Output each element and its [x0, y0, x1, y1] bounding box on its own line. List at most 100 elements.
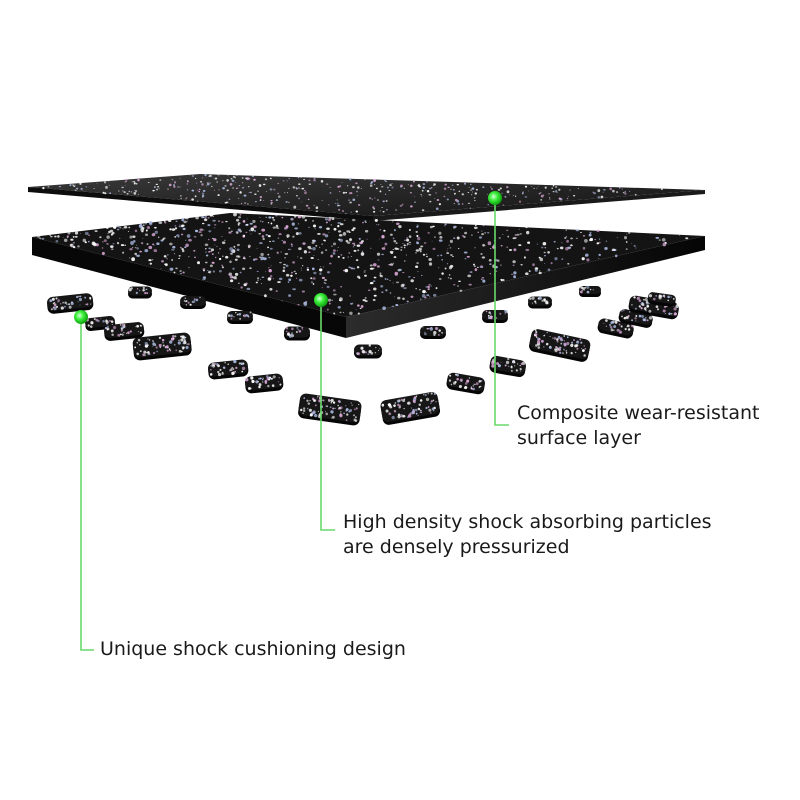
- dense-speckle: [544, 247, 547, 249]
- cushion-speckle: [184, 297, 187, 300]
- cushion-speckle: [100, 317, 102, 319]
- surface-speckle: [313, 178, 316, 180]
- cushion-speckle: [84, 296, 87, 299]
- dense-speckle: [352, 246, 355, 248]
- cushion-speckle: [541, 299, 544, 302]
- cushion-speckle: [360, 348, 362, 350]
- dense-speckle: [94, 230, 98, 232]
- surface-speckle: [490, 187, 494, 191]
- dense-speckle: [173, 271, 176, 274]
- surface-speckle: [115, 193, 117, 195]
- cushion-speckle: [626, 326, 628, 328]
- cushion-speckle: [194, 299, 196, 301]
- surface-speckle: [474, 199, 476, 201]
- dense-speckle: [67, 232, 71, 235]
- dense-speckle: [242, 257, 245, 259]
- cushion-speckle: [56, 305, 59, 308]
- surface-speckle: [247, 203, 249, 205]
- dense-speckle: [49, 234, 52, 236]
- dense-speckle: [364, 270, 366, 272]
- cushion-speckle: [488, 317, 490, 320]
- dense-speckle: [449, 247, 452, 249]
- dense-speckle: [340, 253, 343, 256]
- dense-speckle: [363, 271, 366, 273]
- surface-speckle: [370, 181, 374, 184]
- dense-speckle: [199, 228, 204, 231]
- cushion-speckle: [122, 326, 125, 329]
- dense-speckle: [450, 254, 453, 256]
- cushion-speckle: [353, 414, 355, 417]
- dense-speckle: [333, 227, 337, 231]
- surface-speckle: [349, 178, 352, 181]
- dense-speckle: [212, 270, 216, 273]
- dense-speckle: [252, 219, 256, 223]
- surface-speckle: [426, 190, 430, 193]
- cushion-speckle: [579, 338, 582, 341]
- dense-speckle: [464, 231, 468, 235]
- dense-speckle: [329, 262, 332, 265]
- dense-speckle: [261, 228, 266, 232]
- dense-speckle: [481, 233, 485, 236]
- dense-speckle: [661, 238, 666, 242]
- dense-speckle: [36, 235, 41, 238]
- dense-speckle: [319, 266, 322, 267]
- dense-speckle: [328, 302, 331, 305]
- dense-speckle: [342, 231, 347, 236]
- surface-speckle: [218, 175, 220, 177]
- surface-speckle: [609, 187, 612, 191]
- dense-speckle: [291, 222, 295, 226]
- surface-speckle: [202, 196, 204, 198]
- dense-speckle: [508, 248, 513, 252]
- dense-speckle: [356, 244, 361, 247]
- surface-speckle: [390, 184, 392, 186]
- dense-speckle: [489, 248, 492, 250]
- dense-speckle: [288, 278, 292, 281]
- dense-speckle: [232, 267, 235, 270]
- cushion-speckle: [134, 346, 137, 349]
- dense-speckle: [330, 254, 333, 258]
- surface-speckle: [409, 184, 413, 187]
- cushion-speckle: [90, 321, 94, 325]
- dense-speckle: [324, 234, 329, 238]
- surface-speckle: [241, 187, 245, 189]
- cushion-speckle: [393, 409, 397, 413]
- surface-speckle: [304, 189, 306, 191]
- dense-speckle: [175, 220, 178, 223]
- dense-speckle: [134, 252, 137, 256]
- dense-speckle: [441, 259, 443, 261]
- cushion-speckle: [246, 314, 250, 318]
- dense-speckle: [235, 279, 237, 280]
- cushion-speckle: [235, 311, 237, 314]
- cushion-speckle: [178, 349, 182, 353]
- cushion-speckle: [152, 340, 154, 342]
- cushion-speckle: [592, 289, 594, 291]
- dense-speckle: [355, 309, 357, 311]
- dense-speckle: [243, 258, 246, 260]
- dense-speckle: [468, 283, 472, 286]
- dense-speckle: [168, 219, 172, 223]
- dense-speckle: [320, 251, 324, 254]
- dense-speckle: [181, 218, 185, 222]
- surface-speckle: [329, 192, 332, 194]
- cushion-speckle: [407, 414, 412, 418]
- cushion-speckle: [430, 400, 433, 403]
- dense-speckle: [66, 235, 69, 238]
- cushion-speckle: [121, 323, 125, 327]
- surface-speckle: [134, 189, 138, 193]
- surface-speckle: [425, 189, 427, 191]
- surface-speckle: [506, 190, 510, 194]
- cushion-speckle: [418, 403, 422, 407]
- surface-speckle: [552, 185, 555, 187]
- cushion-speckle: [181, 335, 185, 339]
- cushion-speckle: [171, 334, 175, 338]
- cushion-speckle: [648, 316, 653, 320]
- surface-speckle: [196, 189, 198, 191]
- surface-speckle: [218, 189, 220, 191]
- cushion-speckle: [255, 380, 259, 384]
- cushion-speckle: [454, 380, 457, 384]
- dense-speckle: [422, 253, 426, 256]
- dense-speckle: [685, 237, 689, 240]
- dense-speckle: [519, 233, 522, 235]
- dense-speckle: [185, 243, 189, 247]
- surface-speckle: [600, 195, 604, 199]
